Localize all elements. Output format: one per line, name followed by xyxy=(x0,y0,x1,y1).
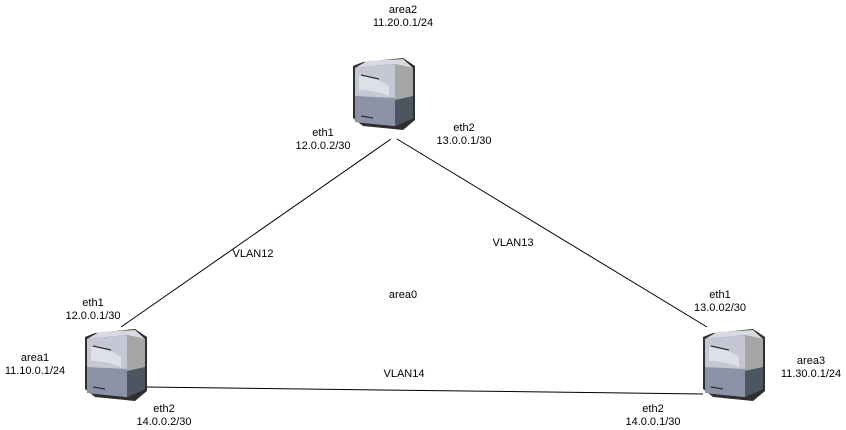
area2-eth1-ip: 12.0.0.2/30 xyxy=(295,140,351,152)
server-icon-area3[interactable] xyxy=(702,328,766,402)
area2-eth1-name: eth1 xyxy=(312,127,334,139)
area3-eth2-name: eth2 xyxy=(642,403,664,415)
area2-eth2-ip: 13.0.0.1/30 xyxy=(436,135,492,147)
area2-subnet: 11.20.0.1/24 xyxy=(372,17,434,29)
area0-label: area0 xyxy=(388,289,418,301)
area3-eth2-ip: 14.0.0.1/30 xyxy=(625,416,681,428)
area2-eth2-label: eth2 13.0.0.1/30 xyxy=(436,122,491,148)
vlan14-label: VLAN14 xyxy=(383,368,425,380)
area1-eth2-label: eth2 14.0.0.2/30 xyxy=(136,403,191,429)
area2-eth1-label: eth1 12.0.0.2/30 xyxy=(295,127,350,153)
area1-eth2-name: eth2 xyxy=(153,403,175,415)
area1-eth2-ip: 14.0.0.2/30 xyxy=(136,416,192,428)
vlan13-label: VLAN13 xyxy=(492,237,534,249)
vlan12-label: VLAN12 xyxy=(232,248,274,260)
link-vlan12 xyxy=(120,138,392,328)
server-icon-area2[interactable] xyxy=(352,57,416,131)
area2-eth2-name: eth2 xyxy=(453,122,475,134)
area3-label: area3 11.30.0.1/24 xyxy=(781,355,841,381)
area1-eth1-name: eth1 xyxy=(82,297,104,309)
area1-eth1-label: eth1 12.0.0.1/30 xyxy=(65,297,120,323)
area1-name: area1 xyxy=(20,352,50,364)
area3-eth1-ip: 13.0.02/30 xyxy=(694,302,746,314)
area1-eth1-ip: 12.0.0.1/30 xyxy=(65,310,121,322)
area3-name: area3 xyxy=(796,355,826,367)
area3-subnet: 11.30.0.1/24 xyxy=(780,368,842,380)
area3-eth2-label: eth2 14.0.0.1/30 xyxy=(625,403,680,429)
area1-subnet: 11.10.0.1/24 xyxy=(4,365,66,377)
area2-name: area2 xyxy=(388,4,418,16)
area3-eth1-name: eth1 xyxy=(709,289,731,301)
area2-label: area2 11.20.0.1/24 xyxy=(373,4,433,30)
area3-eth1-label: eth1 13.0.02/30 xyxy=(694,289,746,315)
server-icon-area1[interactable] xyxy=(84,328,148,402)
link-vlan13 xyxy=(396,138,708,328)
area1-label: area1 11.10.0.1/24 xyxy=(5,352,65,378)
link-vlan14 xyxy=(145,386,704,395)
